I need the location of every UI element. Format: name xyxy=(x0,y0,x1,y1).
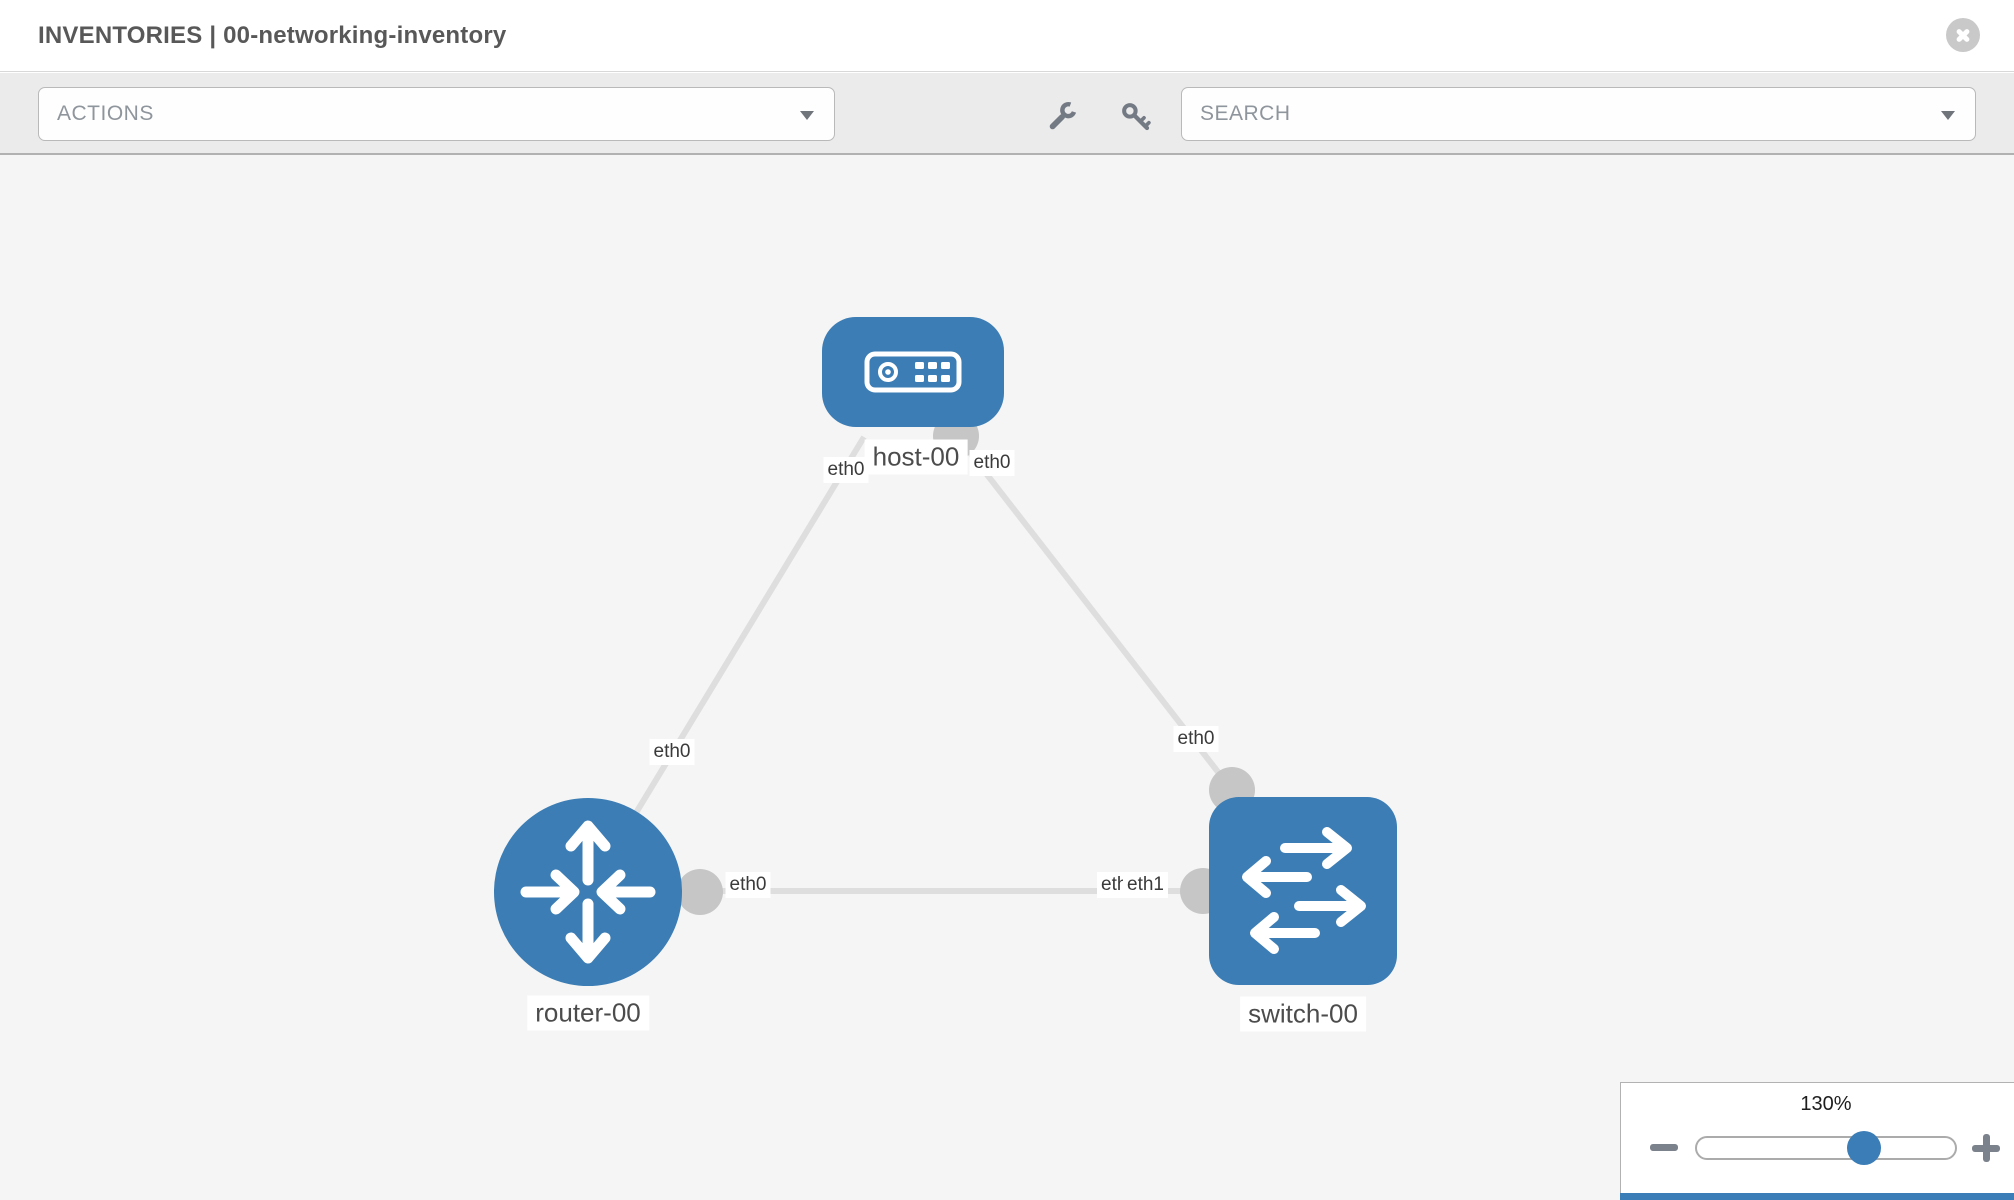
plus-icon xyxy=(1982,1134,1990,1162)
search-placeholder: SEARCH xyxy=(1200,102,1291,125)
zoom-control-panel: 130% xyxy=(1620,1082,2014,1200)
switch-arrows-icon xyxy=(1242,827,1366,954)
interface-label: eth0 xyxy=(1173,726,1219,752)
node-label-host: host-00 xyxy=(864,439,968,475)
search-dropdown[interactable]: SEARCH xyxy=(1181,87,1976,141)
zoom-slider-thumb[interactable] xyxy=(1847,1131,1881,1165)
close-button[interactable] xyxy=(1946,18,1980,52)
interface-label: eth0 xyxy=(969,450,1015,476)
node-router-00[interactable] xyxy=(494,798,682,986)
interface-dot[interactable] xyxy=(677,869,723,915)
node-host-00[interactable] xyxy=(822,317,1004,427)
actions-dropdown[interactable]: ACTIONS xyxy=(38,87,835,141)
node-label-switch: switch-00 xyxy=(1240,996,1366,1032)
zoom-in-button plus-icon[interactable] xyxy=(1972,1134,2000,1162)
node-label-router: router-00 xyxy=(527,995,649,1031)
zoom-out-button minus-icon[interactable] xyxy=(1650,1144,1678,1151)
interface-label: eth0 xyxy=(649,739,695,765)
node-switch-00[interactable] xyxy=(1209,797,1397,985)
server-icon xyxy=(864,351,962,393)
wrench-icon[interactable] xyxy=(1046,99,1080,133)
zoom-slider-track[interactable] xyxy=(1695,1136,1957,1160)
router-arrows-icon xyxy=(520,820,656,964)
chevron-down-icon xyxy=(800,111,814,120)
links-layer xyxy=(585,413,1303,915)
header: INVENTORIES | 00-networking-inventory xyxy=(0,0,2014,72)
actions-dropdown-label: ACTIONS xyxy=(57,102,154,125)
topology-canvas[interactable]: host-00 router-00 switch-00 eth0 eth0 et… xyxy=(0,155,2014,1200)
chevron-down-icon xyxy=(1941,111,1955,120)
zoom-level-value: 130% xyxy=(1800,1093,1852,1115)
key-icon[interactable] xyxy=(1120,101,1154,135)
page-title: INVENTORIES | 00-networking-inventory xyxy=(38,22,507,49)
bottom-panel-edge xyxy=(1620,1193,2014,1200)
toolbar: ACTIONS SEARCH xyxy=(0,73,2014,155)
interface-label: eth0 xyxy=(823,457,869,483)
interface-label: eth1 xyxy=(1123,872,1168,898)
interface-label: eth0 xyxy=(725,872,771,898)
